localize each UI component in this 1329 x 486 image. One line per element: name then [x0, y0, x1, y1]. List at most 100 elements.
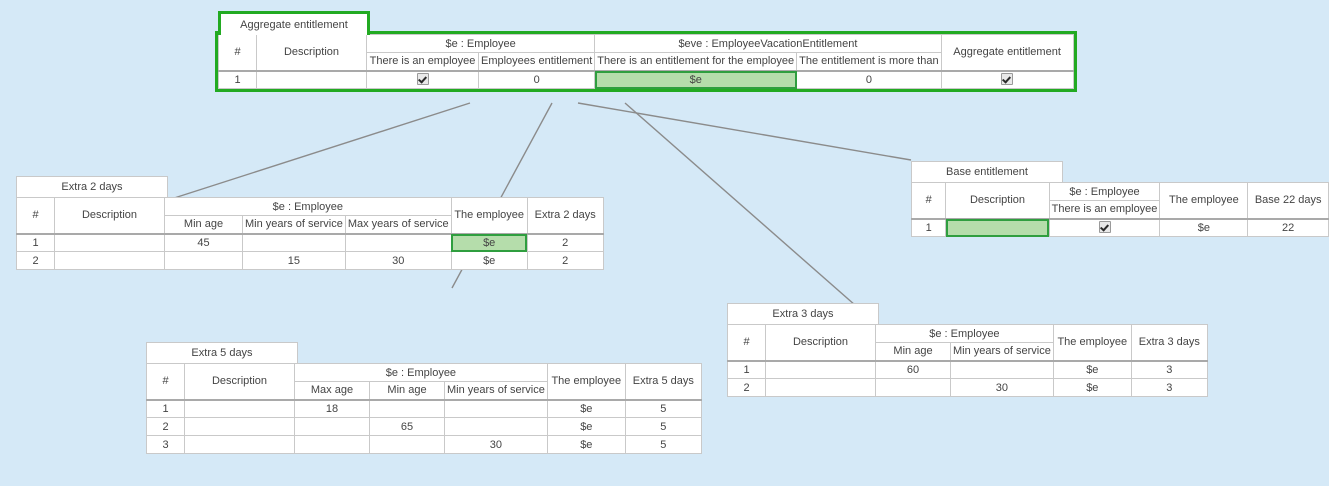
row-value-cell[interactable]: 15 — [242, 251, 346, 270]
row-description-cell[interactable] — [765, 360, 876, 379]
row-value-cell[interactable] — [950, 360, 1054, 379]
row-index-cell[interactable]: 1 — [910, 218, 947, 237]
row-value-cell[interactable]: $e — [450, 251, 528, 270]
column-header-condition[interactable]: Min years of service — [242, 215, 346, 235]
row-value-cell[interactable]: 0 — [796, 70, 942, 89]
row-checkbox-cell[interactable] — [940, 70, 1074, 89]
column-header-condition[interactable]: There is an entitlement for the employee — [594, 52, 798, 72]
row-value-cell[interactable]: 2 — [526, 251, 604, 270]
row-value-cell[interactable] — [369, 435, 445, 454]
row-value-cell[interactable] — [242, 233, 346, 252]
column-header-condition[interactable]: Min age — [875, 342, 951, 362]
column-header-group[interactable]: Extra 2 days — [526, 197, 604, 235]
row-value-cell[interactable]: 2 — [526, 233, 604, 252]
column-header-group[interactable]: Aggregate entitlement — [940, 34, 1074, 72]
row-value-cell[interactable]: 5 — [624, 435, 702, 454]
column-header-group[interactable]: The employee — [546, 363, 626, 401]
row-description-cell[interactable] — [256, 70, 367, 89]
row-value-cell[interactable]: $e — [1052, 378, 1132, 397]
row-value-cell[interactable]: 30 — [344, 251, 452, 270]
column-header-group[interactable]: $e : Employee — [164, 197, 452, 216]
column-header-group[interactable]: Base 22 days — [1247, 182, 1329, 220]
row-value-cell[interactable] — [444, 417, 548, 436]
decision-table-grid-aggregate[interactable]: #Description$e : Employee$eve : Employee… — [215, 31, 1077, 92]
column-header-condition[interactable]: There is an employee — [366, 52, 479, 72]
row-value-cell[interactable]: 0 — [477, 70, 596, 89]
row-value-cell[interactable]: 18 — [294, 399, 370, 418]
row-description-cell[interactable] — [54, 233, 165, 252]
row-value-cell[interactable]: 22 — [1247, 218, 1329, 237]
row-value-cell[interactable]: 3 — [1130, 360, 1208, 379]
row-checkbox-cell[interactable] — [1048, 218, 1161, 237]
column-header-condition[interactable]: Min years of service — [950, 342, 1054, 362]
row-value-cell[interactable]: 60 — [875, 360, 951, 379]
decision-table-title-base[interactable]: Base entitlement — [911, 161, 1063, 183]
row-description-cell[interactable] — [184, 435, 295, 454]
column-header-group[interactable]: The employee — [1159, 182, 1249, 220]
row-value-cell[interactable]: $e — [546, 417, 626, 436]
row-description-cell[interactable] — [945, 218, 1050, 237]
row-value-cell[interactable]: 30 — [950, 378, 1054, 397]
column-header-group[interactable]: The employee — [1052, 324, 1132, 362]
checkbox-checked-icon[interactable] — [1098, 220, 1111, 233]
column-header-index[interactable]: # — [727, 324, 766, 362]
column-header-description[interactable]: Description — [945, 182, 1050, 220]
column-header-condition[interactable]: There is an employee — [1048, 200, 1161, 220]
row-value-cell[interactable]: $e — [1052, 360, 1132, 379]
column-header-description[interactable]: Description — [184, 363, 295, 401]
row-index-cell[interactable]: 2 — [146, 417, 185, 436]
row-value-cell[interactable] — [444, 399, 548, 418]
row-description-cell[interactable] — [765, 378, 876, 397]
column-header-condition[interactable]: Max age — [294, 381, 370, 401]
decision-table-title-aggregate[interactable]: Aggregate entitlement — [218, 11, 370, 35]
row-description-cell[interactable] — [184, 417, 295, 436]
column-header-group[interactable]: Extra 3 days — [1130, 324, 1208, 362]
column-header-condition[interactable]: Min age — [164, 215, 243, 235]
row-value-cell[interactable]: 65 — [369, 417, 445, 436]
decision-table-title-extra2[interactable]: Extra 2 days — [16, 176, 168, 198]
row-index-cell[interactable]: 2 — [16, 251, 55, 270]
row-value-cell[interactable] — [294, 417, 370, 436]
row-description-cell[interactable] — [184, 399, 295, 418]
row-index-cell[interactable]: 2 — [727, 378, 766, 397]
column-header-group[interactable]: The employee — [450, 197, 528, 235]
column-header-description[interactable]: Description — [765, 324, 876, 362]
decision-table-aggregate[interactable]: Aggregate entitlement#Description$e : Em… — [215, 11, 1077, 92]
column-header-index[interactable]: # — [910, 182, 947, 220]
row-index-cell[interactable]: 1 — [218, 70, 257, 89]
row-value-cell[interactable] — [294, 435, 370, 454]
column-header-group[interactable]: $eve : EmployeeVacationEntitlement — [594, 34, 942, 53]
row-value-cell[interactable]: 3 — [1130, 378, 1208, 397]
row-index-cell[interactable]: 1 — [16, 233, 55, 252]
row-value-cell[interactable]: 30 — [444, 435, 548, 454]
column-header-condition[interactable]: Min years of service — [444, 381, 548, 401]
column-header-group[interactable]: $e : Employee — [875, 324, 1054, 343]
column-header-index[interactable]: # — [16, 197, 55, 235]
row-value-cell[interactable] — [164, 251, 243, 270]
column-header-description[interactable]: Description — [256, 34, 367, 72]
column-header-description[interactable]: Description — [54, 197, 165, 235]
decision-table-base[interactable]: Base entitlement#Description$e : Employe… — [910, 161, 1329, 237]
row-value-cell[interactable]: $e — [594, 70, 798, 89]
row-value-cell[interactable]: 5 — [624, 417, 702, 436]
row-value-cell[interactable]: 5 — [624, 399, 702, 418]
column-header-group[interactable]: $e : Employee — [294, 363, 548, 382]
row-value-cell[interactable]: 45 — [164, 233, 243, 252]
row-value-cell[interactable]: $e — [1159, 218, 1249, 237]
row-value-cell[interactable]: $e — [450, 233, 528, 252]
column-header-condition[interactable]: The entitlement is more than — [796, 52, 942, 72]
column-header-index[interactable]: # — [218, 34, 257, 72]
row-value-cell[interactable]: $e — [546, 435, 626, 454]
row-value-cell[interactable] — [875, 378, 951, 397]
column-header-index[interactable]: # — [146, 363, 185, 401]
